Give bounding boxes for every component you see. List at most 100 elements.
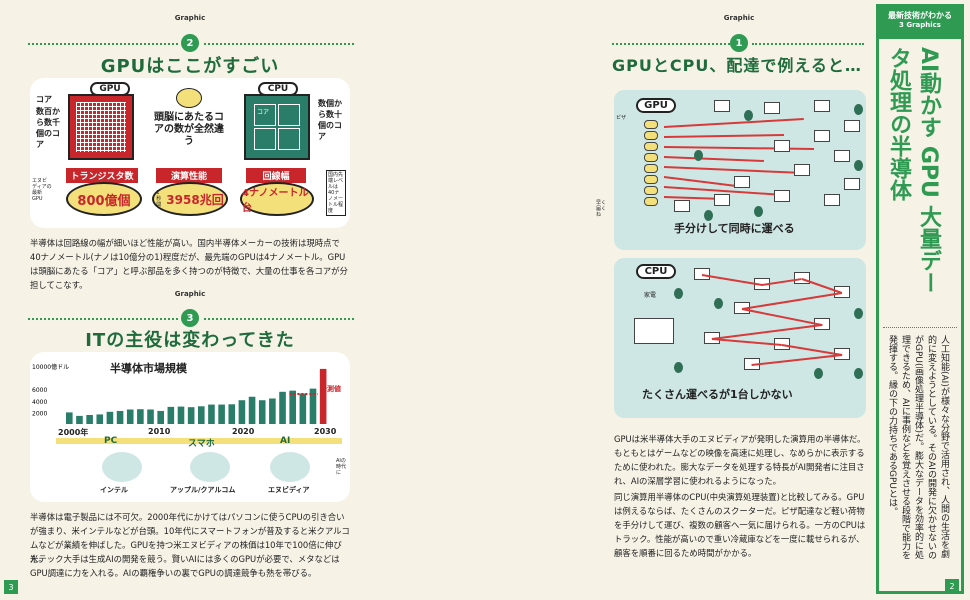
route-arrow: [711, 324, 823, 340]
brain-icon: [176, 88, 202, 108]
forecast-label: 予測値: [320, 385, 341, 393]
section2-number: 2: [181, 34, 199, 52]
cpu-note: 国内先端レベルは40ナノメートル程度: [326, 170, 346, 216]
market-bar: [238, 400, 246, 424]
tree-icon: [754, 206, 763, 217]
route-arrow: [751, 354, 843, 366]
market-bar: [198, 406, 205, 424]
market-bar: [126, 409, 134, 424]
era-pc: PC: [104, 436, 118, 446]
line-oval: 4ナノメートル台: [240, 182, 314, 216]
market-bar: [208, 404, 215, 424]
house-icon: [764, 102, 780, 114]
house-icon: [794, 164, 810, 176]
sidebar-lead: 人工知能(AI)が様々な分野で活用され、人間の生活を劇的に変えようとしている。そ…: [887, 335, 949, 560]
market-bar: [258, 400, 266, 424]
tree-icon: [714, 298, 723, 309]
brain-text: 頭脳にあたるコアの数が全然違う: [154, 112, 224, 147]
scooter-icon: [644, 120, 658, 129]
person-note: エヌビディアの最新GPU: [32, 178, 52, 202]
year-2000: 2000年: [58, 428, 89, 437]
section3-number: 3: [181, 309, 199, 327]
market-bar: [96, 414, 104, 424]
market-bar: [228, 404, 236, 424]
house-icon: [734, 176, 750, 188]
perf-oval: 1秒間 3958兆回: [152, 182, 228, 216]
section1-paragraph2: 同じ演算用半導体のCPU(中央演算処理装置)と比較してみる。GPUは例えるならば…: [614, 492, 866, 558]
divider: [28, 318, 178, 320]
y-tick-label: 4000: [32, 399, 47, 406]
page-number-right: 2: [945, 579, 959, 593]
scooter-icon: [644, 142, 658, 151]
scooter-icon: [644, 153, 658, 162]
market-bar: [289, 390, 296, 424]
divider: [204, 43, 354, 45]
tree-icon: [854, 368, 863, 379]
line-value: 4ナノメートル台: [242, 188, 309, 214]
delivery-arrow: [663, 156, 765, 162]
perf-prefix: 1秒間: [156, 190, 162, 208]
market-bar: [86, 415, 93, 424]
house-icon: [774, 140, 790, 152]
cpu-core-label: コア: [254, 104, 276, 126]
section2-title: GPUはここがすごい: [100, 56, 280, 77]
section2-label: Graphic: [174, 14, 206, 22]
gpu-caption: 手分けして同時に運べる: [674, 222, 795, 235]
series-subtitle: 3 Graphics: [899, 21, 941, 29]
market-bar: [66, 412, 73, 424]
scooter-icon: [644, 186, 658, 195]
section2-paragraph: 半導体は回路線の幅が細いほど性能が高い。国内半導体メーカーの技術は現時点で40ナ…: [30, 238, 348, 290]
year-2010: 2010: [148, 427, 171, 436]
tree-icon: [704, 210, 713, 221]
page-number-left: 3: [4, 580, 18, 594]
gpu-cores-text: 数百から数千個のコア: [36, 107, 60, 149]
scooter-icon: [644, 164, 658, 173]
sidebar-headline: AI動かす GPU 大量データ処理の半導体: [886, 47, 941, 294]
pizza-label: ピザ: [616, 115, 627, 121]
core-label: コア: [36, 95, 52, 104]
divider: [612, 43, 730, 45]
section1-number: 1: [730, 34, 748, 52]
delivery-arrow: [663, 166, 805, 174]
house-icon: [814, 100, 830, 112]
cpu-delivery-tag: CPU: [636, 264, 676, 279]
house-icon: [834, 150, 850, 162]
gpu-delivery-tag: GPU: [636, 98, 676, 113]
market-bar: [269, 398, 276, 424]
company-intel: インテル: [100, 486, 128, 494]
line-label: 回線幅: [246, 168, 306, 183]
house-icon: [774, 190, 790, 202]
cpu-chip: コア: [244, 94, 310, 160]
market-bar: [167, 406, 175, 424]
section1-paragraph1: GPUは米半導体大手のエヌビディアが発明した演算用の半導体だ。もともとはゲームな…: [614, 434, 866, 486]
delivery-arrow: [663, 118, 805, 128]
route-arrow: [711, 338, 783, 346]
scooter-icon: [644, 197, 658, 206]
year-2030: 2030: [314, 427, 337, 436]
scooter-icon: [644, 175, 658, 184]
y-tick-label: 2000: [32, 410, 47, 417]
market-bar: [248, 396, 256, 424]
y-tick-label: 6000: [32, 387, 47, 394]
cargo-label: 家電: [644, 292, 657, 299]
house-icon: [714, 194, 730, 206]
sidebar: 最新技術がわかる 3 Graphics AI動かす GPU 大量データ処理の半導…: [876, 4, 964, 594]
divider: [883, 327, 957, 328]
market-bar: [177, 406, 185, 424]
section3-paragraph1: 半導体は電子製品には不可欠。2000年代にかけてはパソコンに使うCPUの引き合い…: [30, 512, 350, 564]
series-header: 最新技術がわかる 3 Graphics: [879, 7, 961, 39]
route-arrow: [741, 308, 823, 326]
divider: [28, 43, 178, 45]
house-icon: [844, 178, 860, 190]
divider: [752, 43, 864, 45]
era-ai: AI: [280, 436, 291, 446]
era-bar: [56, 438, 342, 444]
delivery-arrow: [663, 134, 785, 138]
tree-icon: [814, 368, 823, 379]
tree-icon: [854, 160, 863, 171]
transistor-label: トランジスタ数: [66, 168, 138, 183]
perf-label: 演算性能: [156, 168, 222, 183]
transistor-oval: 800億個: [66, 182, 142, 216]
house-icon: [674, 200, 690, 212]
